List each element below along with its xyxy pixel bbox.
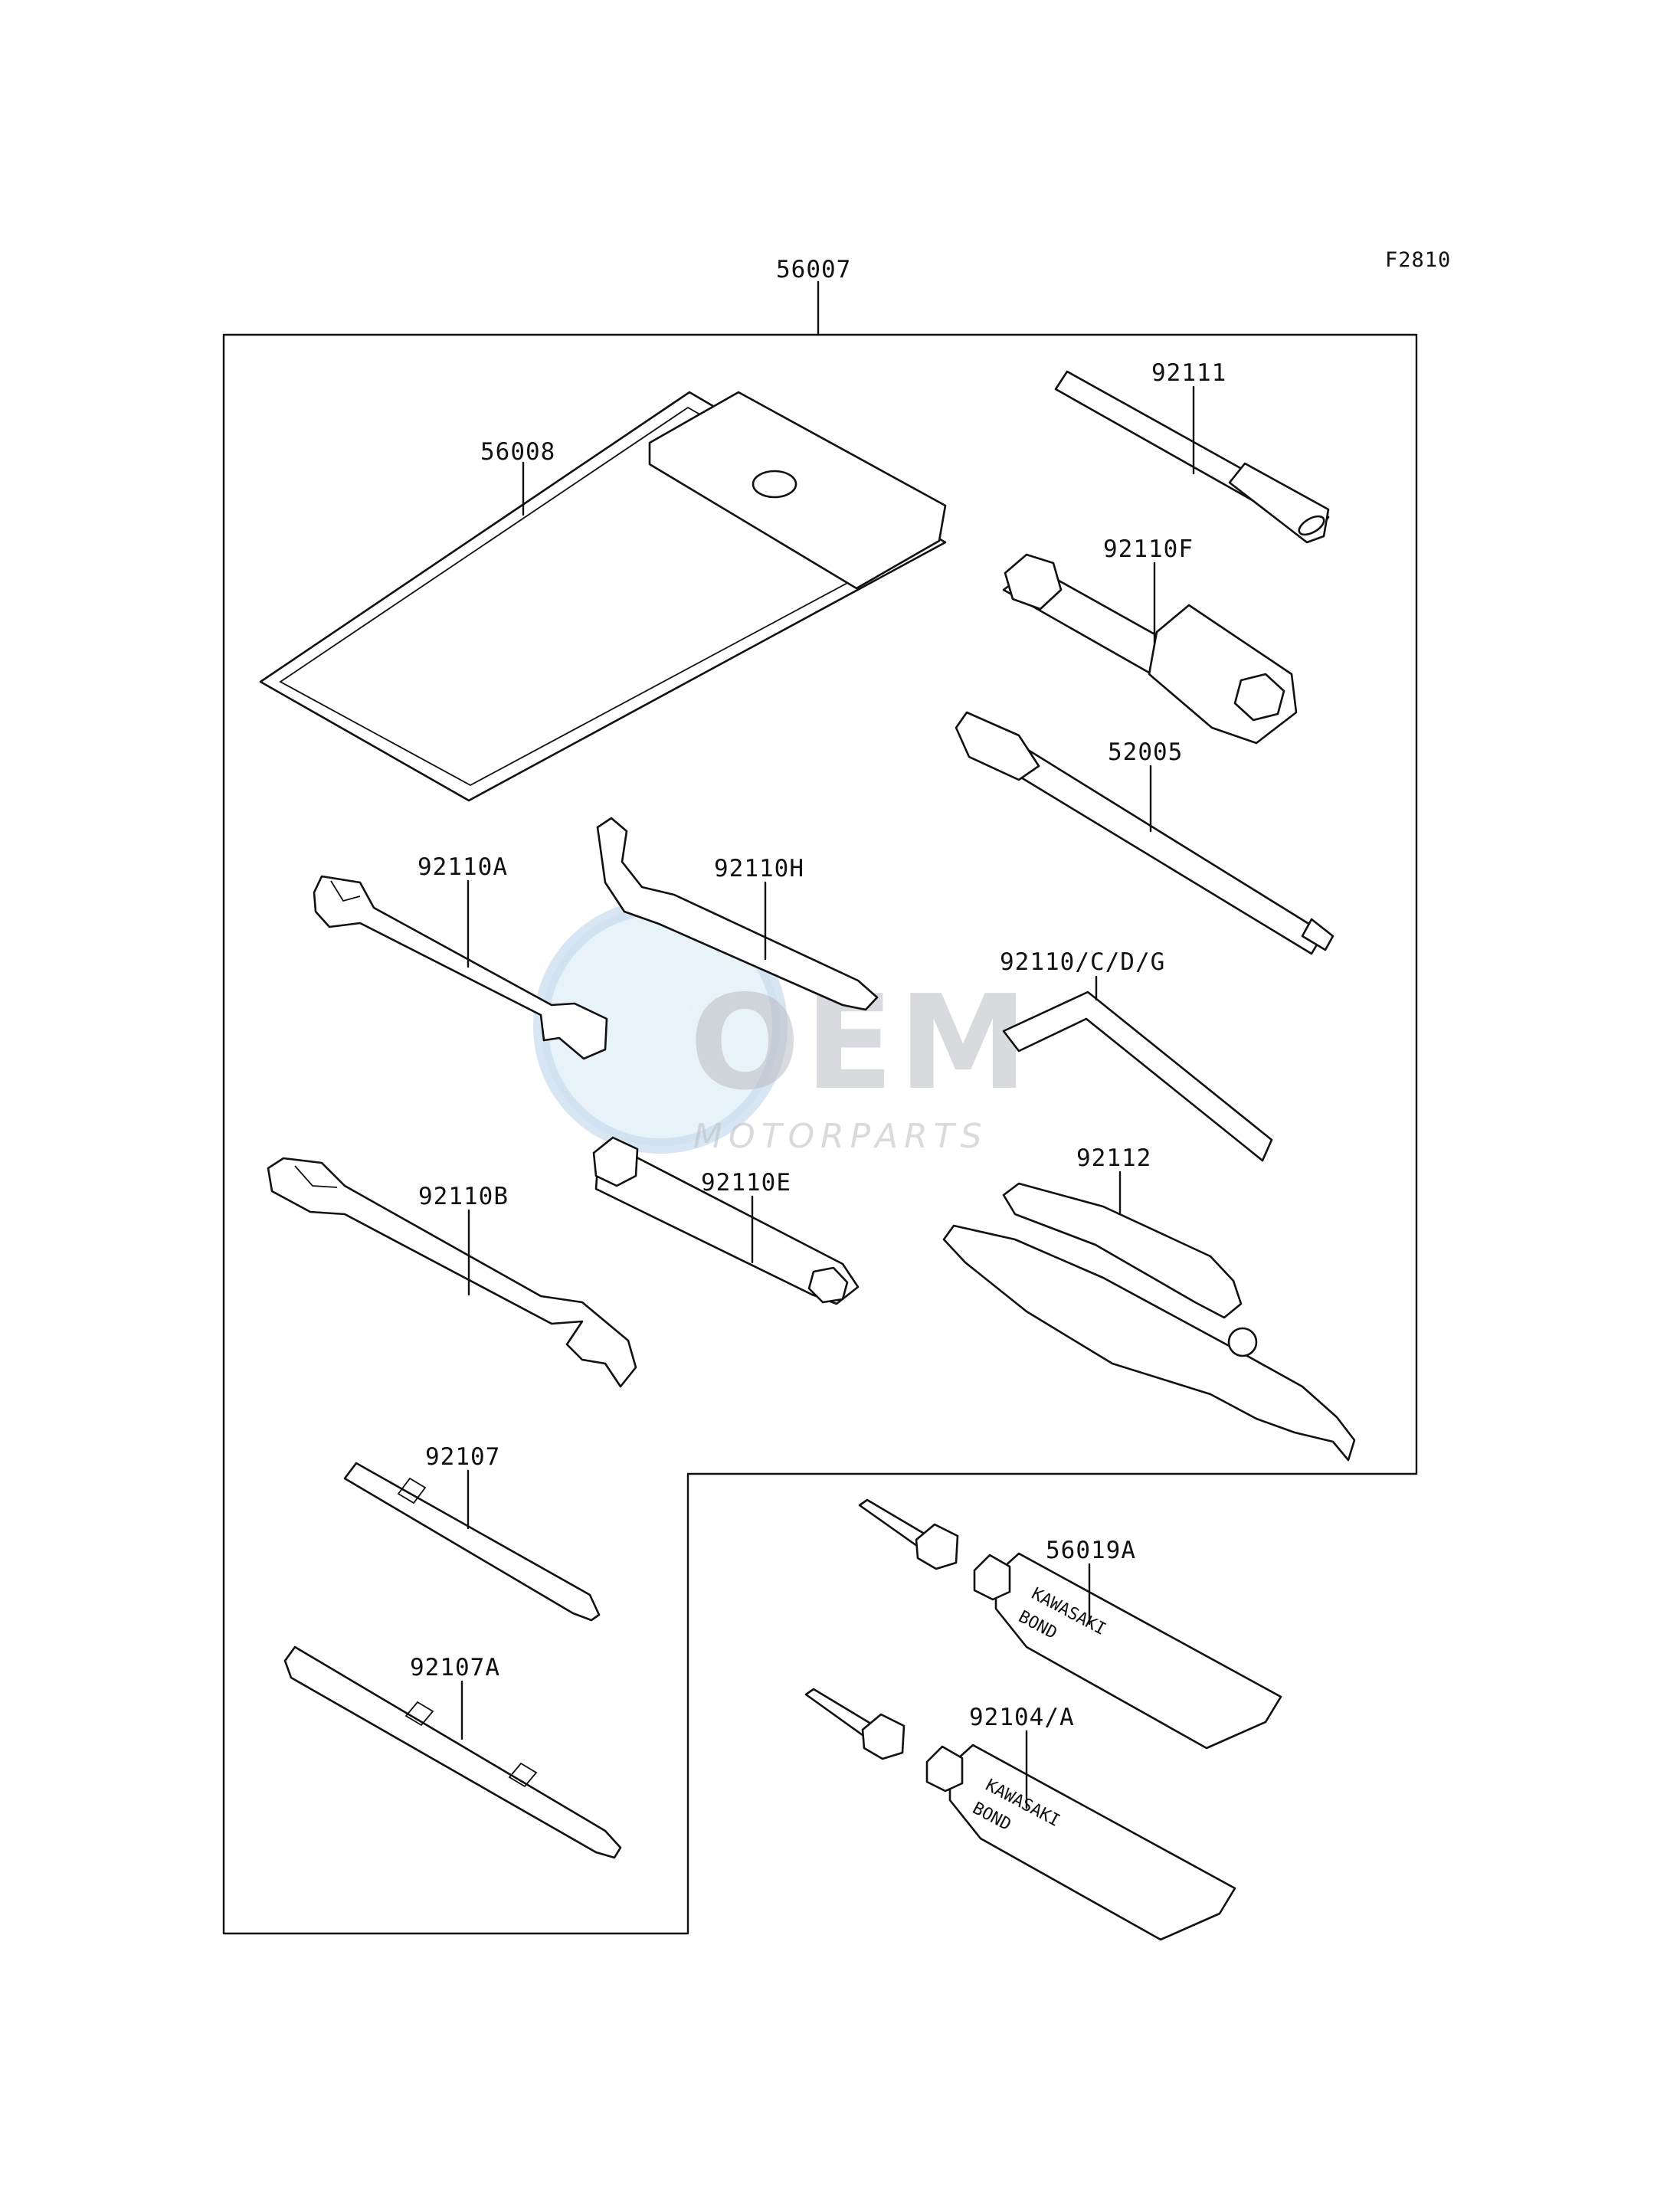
extension-bar-hole [1298,515,1325,536]
tool-bag-flap [648,391,947,590]
box-wrench-icon [594,1148,860,1305]
label-92110F: 92110F [1103,535,1194,563]
part-52005: 52005 [955,711,1335,955]
watermark-continent-shape [590,944,693,1103]
part-92110E: 92110E [592,1136,860,1305]
label-92110H: 92110H [714,855,804,882]
box-wrench-hex-hole [807,1266,849,1304]
open-end-wrench-icon [313,875,608,1060]
kit-frame: 56007 [222,256,1418,1935]
tube-cap [925,1745,964,1793]
part-92111: 92111 [1054,359,1330,544]
label-92107A: 92107A [410,1654,500,1681]
part-92110CDG: 92110/C/D/G [1000,948,1273,1162]
label-92110E: 92110E [701,1169,791,1197]
screwdriver-grip-1 [404,1701,434,1727]
screwdriver-grip-2 [508,1762,538,1788]
watermark: OEM MOTORPARTS [533,899,1028,1156]
label-92104A: 92104/A [969,1704,1075,1731]
label-92110CDG: 92110/C/D/G [1000,948,1165,976]
screwdriver-icon [283,1645,622,1859]
part-92110B: 92110B [267,1157,637,1388]
part-92110A: 92110A [313,853,608,1060]
spark-plug-wrench-hex-hole [1233,673,1285,722]
tube-nozzle-cap [861,1713,905,1760]
pliers-upper-handle [1002,1182,1243,1319]
label-92112: 92112 [1076,1144,1151,1172]
label-92111: 92111 [1151,359,1226,387]
bond-tube-icon [994,1552,1282,1750]
wrench-jaw-large [294,1165,338,1188]
box-wrench-collar [592,1136,639,1187]
kit-label: 56007 [776,256,851,283]
label-52005: 52005 [1108,738,1183,766]
label-92110A: 92110A [418,853,508,881]
tool-bag-snap [752,470,797,499]
feeler-tool-head [955,711,1040,781]
spark-plug-wrench-hex-end [1004,553,1063,611]
tube-nozzle-cap [915,1523,959,1570]
pliers-icon [942,1224,1356,1462]
part-56008: 56008 [259,391,947,802]
tube-cap [973,1554,1011,1601]
part-92110H: 92110H [596,817,879,1011]
feeler-tool-tip [1301,918,1335,951]
label-56008: 56008 [480,438,555,466]
screwdriver-bit-icon [343,1462,601,1622]
label-56019A: 56019A [1046,1537,1136,1564]
label-92107: 92107 [425,1443,500,1471]
watermark-tagline: MOTORPARTS [693,1117,988,1156]
bit-collar [397,1477,427,1505]
part-92110F: 92110F [1002,535,1298,745]
wrench-jaw-small [330,880,361,902]
part-92107A: 92107A [283,1645,622,1859]
bond-tube-icon [948,1744,1236,1941]
open-end-wrench-icon [267,1157,637,1388]
kit-boundary [222,333,1418,1935]
label-92110B: 92110B [418,1183,509,1210]
part-92107: 92107 [343,1443,601,1622]
pliers-pivot [1227,1327,1258,1357]
part-92112: 92112 [942,1144,1356,1462]
hex-key-icon [1002,990,1273,1162]
hook-wrench-icon [596,817,879,1011]
part-92104A: KAWASAKI BOND 92104/A [804,1688,1236,1941]
spark-plug-wrench-socket [1148,604,1298,745]
figure-code: F2810 [1385,248,1451,272]
